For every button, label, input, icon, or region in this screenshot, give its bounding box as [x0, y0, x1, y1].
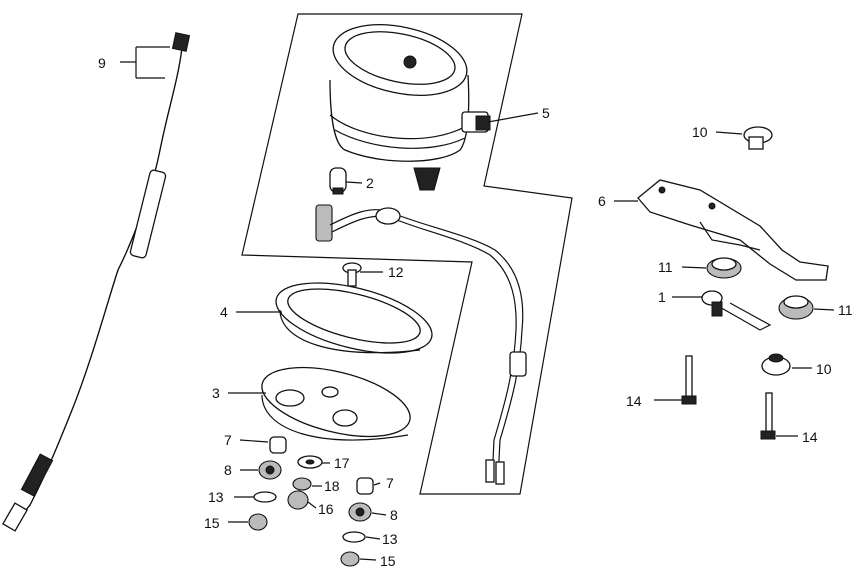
meter-body [329, 24, 491, 191]
meter-case-bottom [261, 366, 411, 441]
nut-15a [248, 513, 268, 531]
callout-7a: 7 [224, 432, 232, 448]
callout-9: 9 [98, 55, 106, 71]
callout-11a: 11 [658, 259, 673, 275]
cushion-10a [743, 126, 773, 150]
callout-15a: 15 [204, 515, 220, 531]
washer-17 [297, 455, 323, 469]
callout-11b: 11 [838, 302, 853, 318]
washer-18 [292, 477, 312, 491]
cushion-11b [778, 295, 814, 320]
bulb [329, 167, 347, 195]
grommet-7b [356, 477, 374, 495]
cushion-10b [761, 353, 791, 376]
callout-12: 12 [388, 264, 404, 280]
washer-13b [342, 531, 366, 543]
bolt-14b [760, 392, 776, 440]
cushion-11a [706, 257, 742, 279]
callout-17: 17 [334, 455, 350, 471]
callout-5: 5 [542, 105, 550, 121]
callout-4: 4 [220, 304, 228, 320]
callout-3: 3 [212, 385, 220, 401]
callout-10b: 10 [816, 361, 832, 377]
nut-15b [340, 551, 360, 567]
callout-10a: 10 [692, 124, 708, 140]
screw [342, 262, 362, 287]
callout-1: 1 [658, 289, 666, 305]
callout-14a: 14 [626, 393, 642, 409]
speedometer-cable [2, 32, 191, 532]
meter-case-top [275, 282, 433, 354]
socket-wire-harness [315, 204, 527, 485]
callout-7b: 7 [386, 475, 394, 491]
meter-bracket [637, 179, 829, 281]
bolt-14a [681, 355, 697, 405]
callout-6: 6 [598, 193, 606, 209]
nut-16 [287, 490, 309, 510]
callout-14b: 14 [802, 429, 818, 445]
callout-15b: 15 [380, 553, 396, 569]
callout-13a: 13 [208, 489, 224, 505]
ground-terminal [701, 290, 772, 331]
callout-2: 2 [366, 175, 374, 191]
assembly-group-outline [241, 13, 573, 495]
callout-labels: 9 5 2 12 4 3 7 8 17 18 7 13 16 8 15 13 1… [98, 55, 853, 569]
nut-8b [348, 502, 372, 522]
callout-13b: 13 [382, 531, 398, 547]
washer-13a [253, 491, 277, 503]
callout-8a: 8 [224, 462, 232, 478]
grommet-7a [269, 436, 287, 454]
callout-18: 18 [324, 478, 340, 494]
callout-8b: 8 [390, 507, 398, 523]
callout-16: 16 [318, 501, 334, 517]
nut-8a [258, 460, 282, 480]
leader-lines [120, 46, 835, 561]
